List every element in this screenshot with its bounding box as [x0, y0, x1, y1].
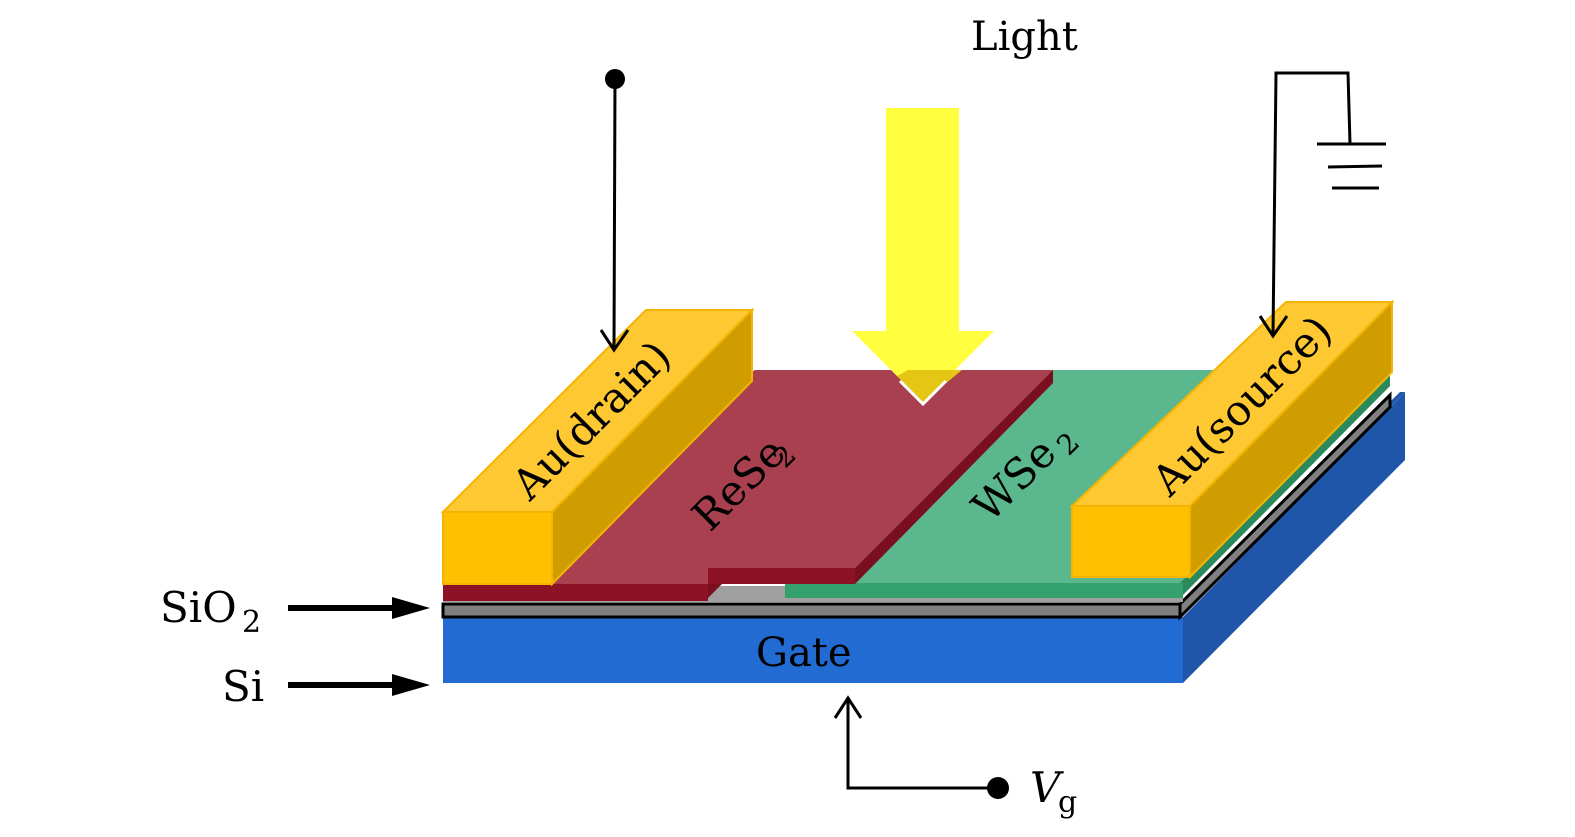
rese2-side-face [855, 370, 1053, 584]
source-arrowhead-icon [1258, 315, 1289, 339]
source-wire [1258, 71, 1386, 339]
sio2-front-face [441, 602, 1182, 619]
gate-terminal-dot [987, 777, 1009, 799]
gate-label: Gate [756, 630, 852, 676]
rese2-front-face [443, 584, 708, 601]
source-wire-line [1271, 71, 1352, 336]
wse2-side-face [1180, 376, 1390, 598]
light-arrow-outline [898, 379, 948, 407]
si-front-face [443, 617, 1183, 683]
drain-electrode [440, 307, 755, 587]
si-pointer-arrow-icon [288, 674, 430, 696]
light-arrow-overlap [897, 370, 962, 402]
source-electrode [1069, 299, 1395, 580]
gate-wire [833, 695, 1009, 799]
drain-wire-line [612, 78, 617, 349]
light-arrow-body [852, 108, 994, 402]
wse2-front-face [785, 583, 1183, 598]
ground-icon [1317, 142, 1386, 190]
vg-label-sub: g [1058, 785, 1077, 820]
drain-arrowhead-icon [599, 329, 630, 353]
drain-wire [599, 69, 630, 353]
sio2-label-sub: 2 [242, 605, 261, 640]
si-side-face [1183, 392, 1405, 683]
si-label: Si [222, 662, 264, 711]
rese2-front-step [708, 568, 855, 584]
rese2-step-shadow [708, 584, 722, 598]
sio2-label-main: SiO [160, 583, 237, 632]
sio2-pointer-arrow-icon [288, 597, 430, 619]
light-arrow-icon [852, 108, 994, 407]
drain-front-face [442, 511, 553, 585]
gate-wire-line [846, 700, 998, 790]
gate-arrowhead-icon [833, 695, 863, 719]
light-label: Light [971, 14, 1078, 60]
vg-label-main: V [1030, 763, 1064, 812]
source-front-face [1071, 505, 1191, 578]
